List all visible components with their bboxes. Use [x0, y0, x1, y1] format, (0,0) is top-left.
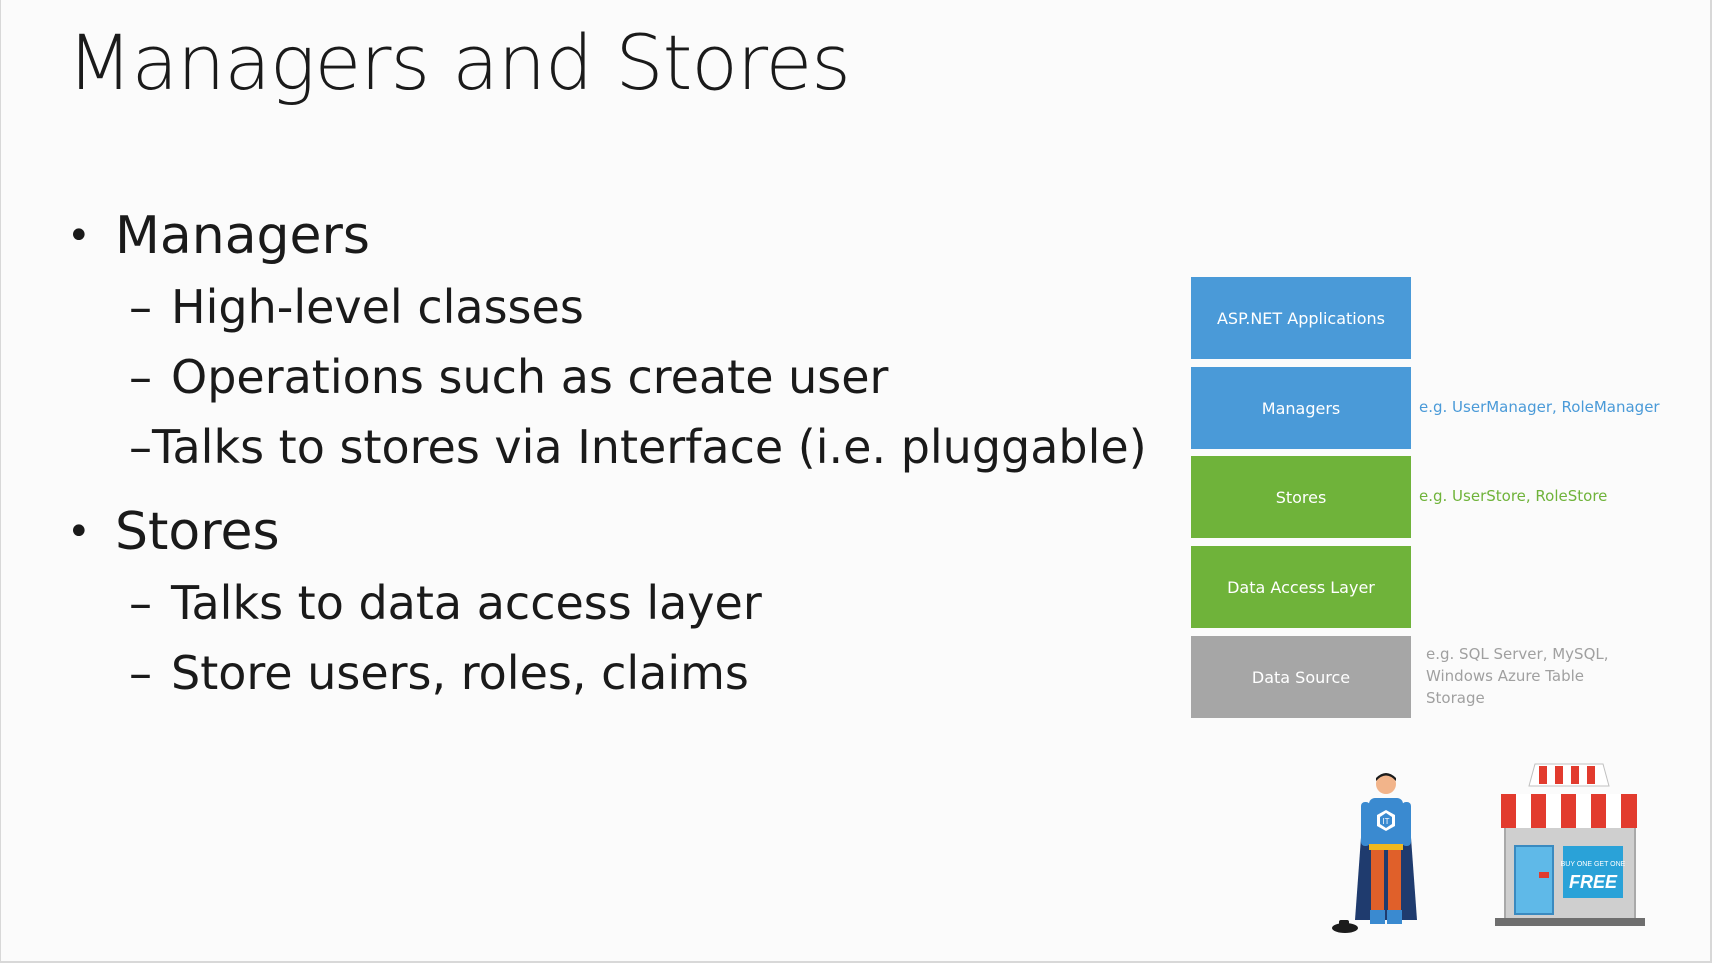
subbullet-dash: –	[129, 420, 152, 474]
subbullet-text: Talks to stores via Interface (i.e. plug…	[152, 420, 1147, 474]
bullet-label: Managers	[115, 206, 371, 266]
bullet-managers: • Managers	[67, 200, 1127, 272]
bullet-group-stores: • Stores – Talks to data access layer – …	[67, 496, 1127, 708]
subbullet: – Talks to data access layer	[67, 568, 1127, 638]
bullet-stores: • Stores	[67, 496, 1127, 568]
subbullet-dash: –	[129, 576, 152, 630]
subbullet: – High-level classes	[67, 272, 1127, 342]
storefront-icon: BUY ONE GET ONE FREE	[1495, 763, 1645, 926]
it-superhero-icon: IT	[1332, 773, 1417, 933]
note-managers: e.g. UserManager, RoleManager	[1419, 398, 1660, 416]
subbullet-text: Talks to data access layer	[171, 576, 762, 630]
layer-managers: Managers	[1191, 367, 1411, 449]
bullet-dot: •	[67, 213, 91, 259]
subbullet-text: High-level classes	[171, 280, 584, 334]
subbullet: – Operations such as create user	[67, 342, 1127, 412]
bullet-dot: •	[67, 509, 91, 555]
layer-data-source: Data Source	[1191, 636, 1411, 718]
subbullet-dash: –	[129, 350, 152, 404]
subbullet-text: Operations such as create user	[171, 350, 889, 404]
slide-title: Managers and Stores	[67, 18, 851, 107]
subbullet-text: Store users, roles, claims	[171, 646, 749, 700]
note-stores: e.g. UserStore, RoleStore	[1419, 487, 1608, 505]
subbullet: – Store users, roles, claims	[67, 638, 1127, 708]
bullet-group-managers: • Managers – High-level classes – Operat…	[67, 200, 1147, 482]
shop-sign-small: BUY ONE GET ONE	[1561, 861, 1626, 868]
subbullet-dash: –	[129, 280, 152, 334]
shop-sign-big: FREE	[1569, 872, 1618, 892]
subbullet: – Talks to stores via Interface (i.e. pl…	[67, 412, 1147, 482]
layer-data-access: Data Access Layer	[1191, 546, 1411, 628]
bullet-label: Stores	[115, 502, 280, 562]
hero-badge-text: IT	[1382, 817, 1389, 826]
layer-aspnet-applications: ASP.NET Applications	[1191, 277, 1411, 359]
bullet-list: • Managers – High-level classes – Operat…	[67, 200, 1147, 722]
note-data-source: e.g. SQL Server, MySQL, Windows Azure Ta…	[1426, 645, 1609, 707]
subbullet-dash: –	[129, 646, 152, 700]
layer-stores: Stores	[1191, 456, 1411, 538]
